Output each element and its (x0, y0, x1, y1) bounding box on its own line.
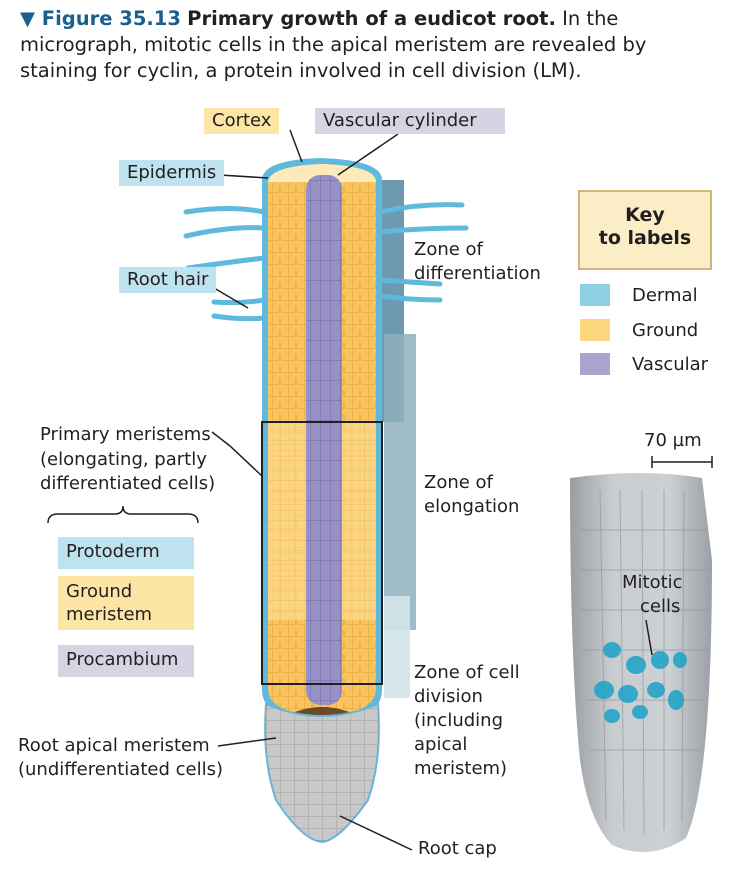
label-zone-division-2: division (414, 686, 483, 707)
key-label-ground: Ground (632, 320, 699, 341)
figure-number: ▼ Figure 35.13 (20, 7, 181, 30)
label-zone-division-1: Zone of cell (414, 662, 520, 683)
label-mitotic-1: Mitotic (622, 572, 683, 593)
label-vascular-cylinder: Vascular cylinder (315, 108, 505, 134)
label-zone-division-5: meristem) (414, 758, 508, 779)
label-primary-meristems-3: differentiated cells) (40, 473, 216, 494)
label-protoderm: Protoderm (58, 537, 194, 569)
scale-bar (651, 456, 713, 468)
label-cortex: Cortex (204, 108, 280, 134)
key-swatch-ground (580, 319, 610, 341)
caption-text: In the micrograph, mitotic cells in the … (20, 7, 647, 82)
label-root-cap: Root cap (418, 838, 497, 859)
key-label-vascular: Vascular (632, 354, 709, 375)
key-title-1: Key (625, 204, 665, 226)
key-title-2: to labels (598, 227, 692, 249)
label-primary-meristems-2: (elongating, partly (40, 449, 207, 470)
label-zone-elongation-1: Zone of (424, 472, 493, 493)
label-root-apical-meristem-1: Root apical meristem (18, 735, 210, 756)
key-box: Key to labels (578, 190, 712, 270)
key-label-dermal: Dermal (632, 285, 698, 306)
zone-bar-elongation (384, 334, 416, 630)
label-procambium: Procambium (58, 645, 194, 677)
zone-bar-division (384, 596, 410, 698)
root-cap-cells (265, 704, 379, 842)
label-mitotic-2: cells (640, 596, 681, 617)
figure-caption: ▼ Figure 35.13 Primary growth of a eudic… (20, 6, 720, 84)
label-zone-division-3: (including (414, 710, 503, 731)
root-hairs (183, 202, 469, 322)
micrograph (566, 473, 713, 860)
vascular-cells (306, 175, 342, 705)
label-zone-division-4: apical (414, 734, 468, 755)
key-swatch-vascular (580, 353, 610, 375)
cyclin-stain (594, 642, 687, 723)
label-zone-differentiation-1: Zone of (414, 239, 483, 260)
label-epidermis: Epidermis (119, 160, 225, 186)
label-root-apical-meristem-2: (undifferentiated cells) (18, 759, 223, 780)
leader-lines (211, 129, 413, 851)
label-zone-differentiation-2: differentiation (414, 263, 541, 284)
cortex-cap (268, 164, 376, 182)
brace (47, 505, 199, 524)
label-ground-meristem-2: meristem (66, 604, 153, 625)
figure-title: Primary growth of a eudicot root. (187, 7, 556, 30)
label-primary-meristems-1: Primary meristems (40, 424, 211, 445)
label-root-hair: Root hair (119, 267, 217, 293)
primary-meristems-box (261, 421, 383, 685)
label-zone-elongation-2: elongation (424, 496, 520, 517)
label-scale-bar: 70 µm (644, 430, 702, 451)
ground-meristem-box: Ground meristem (58, 576, 194, 630)
label-ground-meristem-1: Ground (66, 581, 133, 602)
key-swatch-dermal (580, 284, 610, 306)
